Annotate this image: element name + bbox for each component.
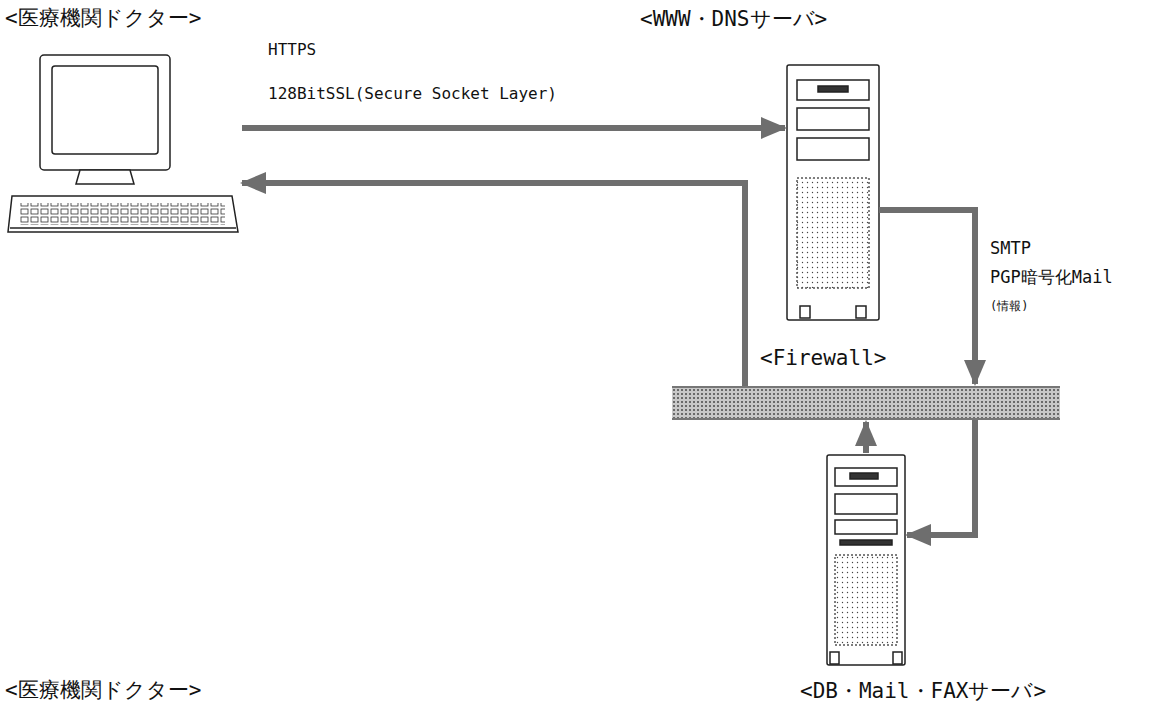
server-illustration bbox=[787, 65, 879, 320]
flow-arrow bbox=[907, 420, 975, 535]
flow-arrow bbox=[242, 125, 785, 131]
annotation-label: <医療機関ドクター> bbox=[5, 676, 201, 704]
flow-arrow bbox=[242, 183, 745, 386]
node-label: <医療機関ドクター> bbox=[5, 4, 201, 32]
flow-arrow bbox=[879, 210, 975, 384]
flow-arrow bbox=[863, 422, 869, 453]
annotation-label: PGP暗号化Mail bbox=[990, 266, 1113, 289]
pc-illustration bbox=[8, 55, 238, 232]
server-illustration bbox=[827, 455, 905, 665]
computer-node: <DB・Mail・FAXサーバ> bbox=[827, 455, 905, 665]
node-label: <DB・Mail・FAXサーバ> bbox=[800, 677, 1046, 705]
firewall-band: <Firewall> bbox=[672, 386, 1060, 420]
annotation-label: HTTPS bbox=[268, 40, 316, 59]
node-label: <WWW・DNSサーバ> bbox=[640, 5, 827, 33]
computer-node: <医療機関ドクター> bbox=[8, 52, 240, 234]
annotation-label: (情報) bbox=[990, 298, 1028, 315]
edge-label: 128BitSSL(Secure Socket Layer) bbox=[268, 84, 557, 103]
annotation-label: SMTP bbox=[990, 238, 1031, 258]
node-label: <Firewall> bbox=[760, 346, 886, 370]
computer-node: <WWW・DNSサーバ> bbox=[787, 65, 879, 320]
